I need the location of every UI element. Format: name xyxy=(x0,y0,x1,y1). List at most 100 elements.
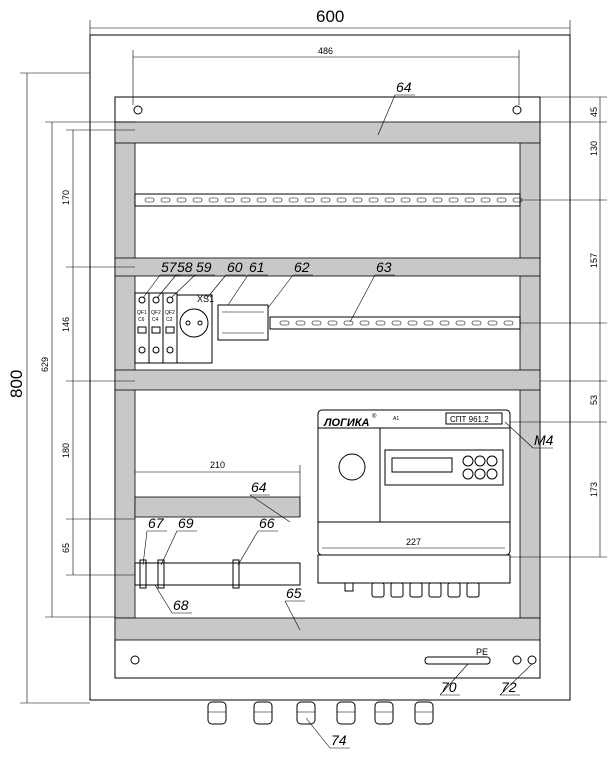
rail-slot xyxy=(224,197,235,203)
dimension-texts: 600 486 800 629 170 146 180 65 45 130 15… xyxy=(7,7,599,553)
device-brand: ЛОГИКА xyxy=(323,417,370,429)
breaker-rating: C2 xyxy=(166,317,173,323)
leader-line xyxy=(249,494,291,523)
rail-slot xyxy=(272,197,283,203)
rail-slot xyxy=(352,197,363,203)
dim-157: 157 xyxy=(589,253,599,268)
leader-line xyxy=(439,663,469,696)
rail-slot xyxy=(464,197,475,203)
cable-gland-rail xyxy=(134,559,301,589)
dim-210: 210 xyxy=(210,460,225,470)
dim-65: 65 xyxy=(61,543,71,553)
callout-63: 63 xyxy=(376,259,392,275)
callout-59: 59 xyxy=(196,259,212,275)
breaker-screw xyxy=(138,346,146,354)
leader-line xyxy=(284,600,301,631)
breaker-rating: C6 xyxy=(138,317,145,323)
callout-64b: 64 xyxy=(251,479,267,495)
rail-slot xyxy=(407,320,418,326)
callout-72: 72 xyxy=(501,679,517,695)
dimension-lines xyxy=(20,20,607,704)
breaker-toggle xyxy=(137,326,147,334)
callout-65: 65 xyxy=(286,585,302,601)
rail-slot xyxy=(400,197,411,203)
rail-slot xyxy=(304,197,315,203)
dim-227: 227 xyxy=(406,537,421,547)
rail-slot xyxy=(240,197,251,203)
rail-slot xyxy=(416,197,427,203)
dim-130: 130 xyxy=(589,141,599,156)
connector xyxy=(344,582,354,592)
keypad-button xyxy=(486,455,498,467)
breaker-name: QF1 xyxy=(137,310,147,316)
rail-slot xyxy=(144,197,155,203)
registered-mark: ® xyxy=(372,413,377,420)
keypad-button xyxy=(474,455,486,467)
heat-meter-device: ЛОГИКА ® A1 СПТ 961.2 xyxy=(317,409,511,598)
dim-180: 180 xyxy=(61,443,71,458)
cable-gland xyxy=(390,582,404,598)
cable-gland xyxy=(374,701,394,725)
rail-slot xyxy=(496,197,507,203)
callout-66: 66 xyxy=(259,515,275,531)
leader-line xyxy=(206,274,227,299)
dim-170: 170 xyxy=(61,190,71,205)
rail-slot xyxy=(455,320,466,326)
rail-slot xyxy=(176,197,187,203)
rail-slot xyxy=(208,197,219,203)
breaker-screw xyxy=(152,346,160,354)
callout-57: 57 xyxy=(161,259,178,275)
callout-67: 67 xyxy=(148,515,165,531)
breaker-name: QF2 xyxy=(165,310,175,316)
breaker-screw xyxy=(138,296,146,304)
rail-slot xyxy=(336,197,347,203)
keypad-button xyxy=(486,468,498,480)
callout-70: 70 xyxy=(441,679,457,695)
rail-slot xyxy=(487,320,498,326)
rail-slot xyxy=(295,320,306,326)
leader-line xyxy=(349,274,376,323)
terminal-block xyxy=(217,304,269,341)
rail-slot xyxy=(160,197,171,203)
rail-slot xyxy=(448,197,459,203)
rail-slot xyxy=(384,197,395,203)
cable-gland xyxy=(253,701,273,725)
leader-line xyxy=(160,530,178,566)
breaker-rating: C4 xyxy=(152,317,159,323)
cable-gland xyxy=(414,701,434,725)
socket-label: XS1 xyxy=(197,294,214,304)
dim-800: 800 xyxy=(7,370,26,398)
rail-slot xyxy=(343,320,354,326)
leader-line xyxy=(377,94,396,136)
rail-slot xyxy=(391,320,402,326)
cable-gland xyxy=(447,582,461,598)
rail-slot xyxy=(471,320,482,326)
bottom-glands xyxy=(207,701,434,725)
breaker-toggle xyxy=(151,326,161,334)
rail-slot xyxy=(503,320,514,326)
rail-slot xyxy=(368,197,379,203)
cabinet-frame xyxy=(89,34,571,701)
cable-gland xyxy=(466,582,480,598)
dim-629: 629 xyxy=(40,357,50,372)
keypad-button xyxy=(462,455,474,467)
keypad-button xyxy=(474,468,486,480)
dim-146: 146 xyxy=(61,317,71,332)
device-position: A1 xyxy=(393,416,399,422)
breaker-screw xyxy=(152,296,160,304)
callout-58: 58 xyxy=(177,259,193,275)
leader-line xyxy=(305,717,331,749)
rail-slot xyxy=(480,197,491,203)
leader-line xyxy=(237,530,259,566)
callout-64a: 64 xyxy=(396,79,412,95)
pe-bus: PE xyxy=(424,647,491,665)
rail-slot xyxy=(423,320,434,326)
leader-line xyxy=(499,663,533,696)
callout-M4: M4 xyxy=(534,432,554,448)
breaker-screw xyxy=(166,296,174,304)
pe-label: PE xyxy=(476,647,488,657)
leader-line xyxy=(267,274,294,309)
breaker-screw xyxy=(166,346,174,354)
dim-486: 486 xyxy=(318,46,333,56)
